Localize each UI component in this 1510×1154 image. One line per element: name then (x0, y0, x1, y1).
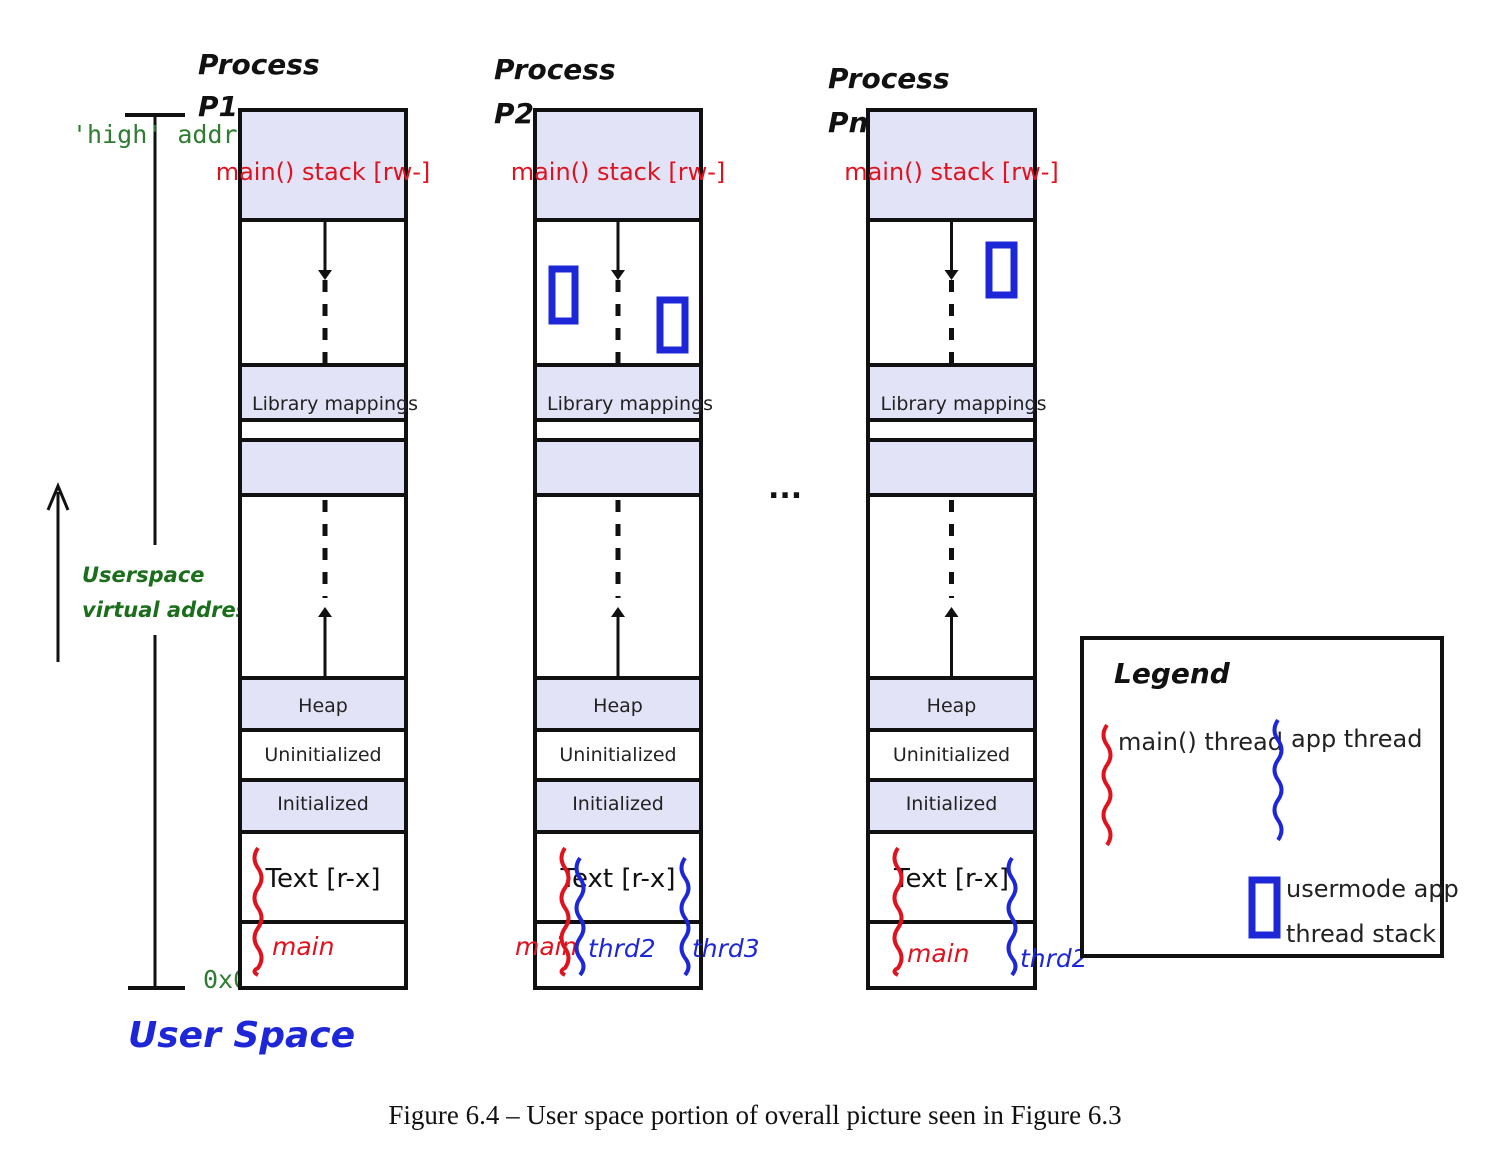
process-id-label: Pn (828, 106, 868, 139)
thread-label-thrd2: thrd2 (1020, 944, 1088, 973)
segment-label-heap: Heap (593, 695, 643, 717)
memory-segment-8 (238, 778, 408, 834)
process-ellipsis: ... (768, 471, 802, 506)
memory-segment-4 (866, 438, 1037, 497)
memory-segment-5 (238, 493, 408, 680)
legend-main-thread-label: main() thread (1118, 728, 1283, 756)
segment-label-lib: Library mappings (252, 393, 418, 415)
segment-label-uninit: Uninitialized (893, 744, 1010, 766)
main-thread-icon (252, 846, 264, 977)
process-id-label: P1 (198, 90, 238, 123)
process-id-label: P2 (494, 97, 534, 130)
main-thread-icon (892, 846, 904, 977)
memory-segment-8 (533, 778, 703, 834)
memory-segment-3 (238, 418, 408, 442)
segment-label-stack: main() stack [rw-] (511, 158, 726, 186)
memory-segment-6 (533, 676, 703, 732)
legend: Legend main() thread app thread usermode… (1080, 636, 1459, 958)
thread-label-thrd3: thrd3 (692, 934, 760, 963)
segment-label-heap: Heap (927, 695, 977, 717)
memory-segment-10 (238, 920, 408, 990)
legend-app-thread-label: app thread (1291, 725, 1422, 753)
process-title-word: Process (828, 62, 950, 95)
legend-stack-label-1: usermode app (1286, 875, 1459, 903)
legend-stack-label-2: thread stack (1286, 920, 1436, 948)
memory-segment-8 (866, 778, 1037, 834)
memory-segment-2 (866, 363, 1037, 422)
memory-segment-3 (533, 418, 703, 442)
figure-caption: Figure 6.4 – User space portion of overa… (388, 1100, 1122, 1130)
memory-segment-2 (533, 363, 703, 422)
memory-segment-7 (238, 728, 408, 782)
memory-segment-1 (238, 218, 408, 367)
memory-segment-0 (238, 108, 408, 222)
main-thread-icon (559, 846, 571, 977)
app-thread-icon (1006, 856, 1018, 977)
segment-label-stack: main() stack [rw-] (216, 158, 431, 186)
legend-stack-icon (1248, 876, 1281, 939)
thread-label-main: main (272, 932, 334, 961)
process-title-word: Process (198, 48, 320, 81)
memory-segment-6 (238, 676, 408, 732)
legend-main-thread-icon (1101, 723, 1113, 847)
process-title-word: Process (494, 53, 616, 86)
segment-label-heap: Heap (298, 695, 348, 717)
userspace-label: Userspace (82, 563, 205, 587)
memory-segment-7 (866, 728, 1037, 782)
thread-label-main: main (907, 939, 969, 968)
app-thread-icon (574, 856, 586, 977)
memory-segment-0 (533, 108, 703, 222)
memory-segment-7 (533, 728, 703, 782)
app-thread-icon (679, 856, 691, 977)
legend-box (1080, 636, 1444, 958)
segment-label-uninit: Uninitialized (264, 744, 381, 766)
app-thread-stack-icon (985, 241, 1018, 299)
segment-label-init: Initialized (277, 793, 369, 815)
user-space-title: User Space (128, 1015, 355, 1056)
legend-app-thread-icon (1272, 718, 1284, 842)
app-thread-stack-icon (656, 296, 689, 354)
segment-label-stack: main() stack [rw-] (844, 158, 1059, 186)
thread-label-thrd2: thrd2 (588, 934, 656, 963)
segment-label-text: Text [r-x] (893, 864, 1009, 894)
up-arrow-head (46, 482, 70, 511)
legend-title: Legend (1114, 657, 1231, 690)
app-thread-stack-icon (548, 265, 579, 325)
high-addr-label: 'high' addr (72, 120, 238, 149)
segment-label-lib: Library mappings (880, 393, 1046, 415)
segment-label-text: Text [r-x] (265, 864, 381, 894)
thread-label-main: main (515, 932, 577, 961)
memory-segment-4 (533, 438, 703, 497)
segment-label-uninit: Uninitialized (559, 744, 676, 766)
segment-label-init: Initialized (906, 793, 998, 815)
memory-segment-3 (866, 418, 1037, 442)
memory-segment-4 (238, 438, 408, 497)
segment-label-init: Initialized (572, 793, 664, 815)
segment-label-lib: Library mappings (547, 393, 713, 415)
